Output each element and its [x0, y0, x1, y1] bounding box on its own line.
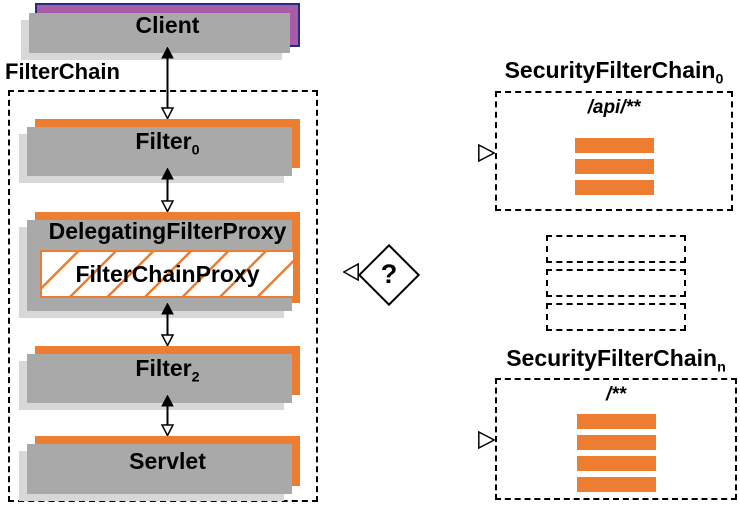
filter-chain-proxy-label: FilterChainProxy: [75, 260, 260, 287]
open-arrowhead-right-icon: [478, 431, 495, 449]
client-label: Client: [135, 11, 200, 38]
placeholder-chain-box: [546, 235, 686, 263]
filterchain-label: FilterChain: [5, 59, 120, 84]
filter-bar: [574, 180, 654, 195]
bidirectional-arrow-icon: [160, 168, 175, 212]
decision-question-label: ?: [380, 258, 398, 289]
client-box: Client: [21, 3, 300, 60]
filter0-box: Filter0: [19, 119, 300, 183]
servlet-label: Servlet: [129, 447, 206, 474]
placeholder-chain-box: [546, 303, 686, 331]
bidirectional-arrow-icon: [160, 395, 175, 436]
filter2-label: Filter2: [135, 355, 200, 386]
filter-bar: [574, 138, 654, 153]
servlet-box: Servlet: [19, 436, 300, 501]
placeholder-chains: [546, 235, 686, 337]
open-arrowhead-right-icon: [478, 144, 495, 162]
bidirectional-arrow-icon: [160, 47, 175, 119]
filter-bar: [574, 159, 654, 174]
delegating-filter-proxy-label: DelegatingFilterProxy: [48, 217, 287, 244]
filter2-box: Filter2: [19, 346, 300, 410]
filter0-label: Filter0: [135, 128, 200, 159]
filter-bar: [576, 456, 656, 471]
filter-bar: [576, 435, 656, 450]
placeholder-chain-box: [546, 269, 686, 297]
security-filter-chain-0-title: SecurityFilterChain0: [504, 57, 724, 88]
delegating-filter-proxy-box: DelegatingFilterProxy FilterChainProxy: [19, 212, 300, 318]
security-filter-chain-n-title: SecurityFilterChainn: [506, 345, 726, 376]
open-arrowhead-left-icon: [343, 263, 359, 281]
url-pattern-label: /api/**: [587, 97, 641, 118]
filter-bars: [497, 414, 735, 498]
filter-bar: [576, 477, 656, 492]
filter-chain-proxy-box: FilterChainProxy: [40, 250, 295, 298]
security-filter-chain-0-box: /api/**: [495, 91, 733, 211]
filterchain-boundary: [8, 90, 318, 502]
filter-bars: [497, 138, 731, 201]
url-pattern-label: /**: [605, 384, 627, 405]
bidirectional-arrow-icon: [160, 303, 175, 346]
security-filter-chain-n-box: /**: [495, 378, 737, 500]
filter-bar: [576, 414, 656, 429]
